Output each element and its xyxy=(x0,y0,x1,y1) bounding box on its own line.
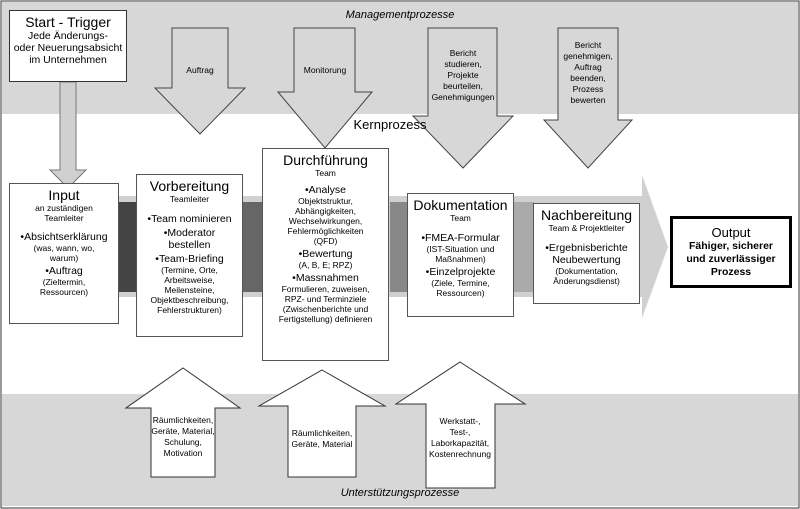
core-process-title: Kernprozess xyxy=(353,117,427,132)
vorbereitung-box: Vorbereitung Teamleiter •Team nominieren… xyxy=(136,174,243,337)
vorbereitung-item-label: •Team nominieren xyxy=(147,213,232,225)
trigger-arrow xyxy=(48,81,88,189)
dokumentation-item-label: •FMEA-Formular xyxy=(421,232,500,244)
top-arrow-auftrag xyxy=(153,27,247,135)
dokumentation-item-detail: (Ziele, Termine, Ressourcen) xyxy=(431,278,490,298)
output-box: Output Fähiger, sicherer und zuverlässig… xyxy=(670,216,792,288)
top-arrow-text: Monitorung xyxy=(303,65,347,75)
durchfuehrung-item-detail: Formulieren, zuweisen, RPZ- und Terminzi… xyxy=(278,284,373,324)
durchfuehrung-box: Durchführung Team •Analyse Objektstruktu… xyxy=(262,148,389,361)
support-band-title: Unterstützungsprozesse xyxy=(340,487,460,499)
input-box: Input an zuständigen Teamleiter •Absicht… xyxy=(9,183,119,324)
support-band xyxy=(2,394,798,506)
flow-connector xyxy=(242,202,264,292)
durchfuehrung-item-label: •Analyse xyxy=(304,184,347,196)
nachbereitung-item-detail: (Dokumentation, Änderungsdienst) xyxy=(553,266,620,286)
start-trigger-text: Jede Änderungs- oder Neuerungsabsicht im… xyxy=(13,30,123,66)
nachbereitung-subtitle: Team & Projektleiter xyxy=(548,223,625,233)
input-item-detail: (was, wann, wo, warum) xyxy=(33,243,95,263)
output-text: Fähiger, sicherer und zuverlässiger Proz… xyxy=(686,240,776,278)
dokumentation-item-label: •Einzelprojekte xyxy=(425,266,496,278)
dokumentation-item-detail: (IST-Situation und Maßnahmen) xyxy=(426,244,495,264)
top-arrow-bewerten xyxy=(542,27,634,169)
input-item-label: •Auftrag xyxy=(45,265,83,277)
durchfuehrung-item-label: •Massnahmen xyxy=(292,272,359,284)
dokumentation-box: Dokumentation Team •FMEA-Formular (IST-S… xyxy=(407,193,514,317)
top-arrow-bericht xyxy=(411,27,515,169)
vorbereitung-subtitle: Teamleiter xyxy=(169,194,210,204)
durchfuehrung-subtitle: Team xyxy=(315,168,336,178)
dokumentation-subtitle: Team xyxy=(450,213,471,223)
bottom-arrow-material xyxy=(257,369,387,478)
top-arrow-text: Auftrag xyxy=(186,65,214,75)
input-title: Input xyxy=(48,187,80,203)
vorbereitung-item-detail: (Termine, Orte, Arbeitsweise, Meilenstei… xyxy=(150,265,229,315)
management-band-title: Managementprozesse xyxy=(345,9,455,21)
vorbereitung-item-label: •Moderator bestellen xyxy=(163,227,216,251)
vorbereitung-title: Vorbereitung xyxy=(149,178,230,194)
top-arrow-text: Bericht genehmigen, Auftrag beenden, Pro… xyxy=(563,40,613,105)
nachbereitung-title: Nachbereitung xyxy=(540,207,633,223)
start-trigger-box: Start - Trigger Jede Änderungs- oder Neu… xyxy=(9,10,127,82)
nachbereitung-box: Nachbereitung Team & Projektleiter •Erge… xyxy=(533,203,640,304)
management-band xyxy=(2,2,798,114)
flow-connector xyxy=(512,202,534,292)
bottom-arrow-kapazitaet xyxy=(394,361,527,489)
durchfuehrung-title: Durchführung xyxy=(283,152,368,168)
top-arrow-monitoring xyxy=(276,27,374,149)
bottom-arrow-text: Räumlichkeiten, Geräte, Material xyxy=(291,428,353,449)
dokumentation-title: Dokumentation xyxy=(413,197,508,213)
input-item-detail: (Zieltermin, Ressourcen) xyxy=(39,277,89,297)
output-title: Output xyxy=(711,225,751,240)
nachbereitung-item-label: •Ergebnisberichte Neubewertung xyxy=(545,242,628,266)
durchfuehrung-item-detail: (A, B, E; RPZ) xyxy=(298,260,353,270)
input-subtitle: an zuständigen Teamleiter xyxy=(35,203,93,223)
bottom-arrow-schulung xyxy=(124,367,242,478)
start-trigger-title: Start - Trigger xyxy=(25,14,111,30)
flow-connector xyxy=(390,202,410,292)
vorbereitung-item-label: •Team-Briefing xyxy=(155,253,224,265)
bottom-arrow-text: Räumlichkeiten, Geräte, Material, Schulu… xyxy=(151,415,215,458)
top-arrow-text: Bericht studieren, Projekte beurteilen, … xyxy=(431,48,495,102)
input-item-label: •Absichtserklärung xyxy=(20,231,108,243)
durchfuehrung-item-detail: Objektstruktur, Abhängigkeiten, Wechselw… xyxy=(287,196,364,246)
durchfuehrung-item-label: •Bewertung xyxy=(298,248,353,260)
bottom-arrow-text: Werkstatt-, Test-, Laborkapazität, Koste… xyxy=(429,416,491,459)
